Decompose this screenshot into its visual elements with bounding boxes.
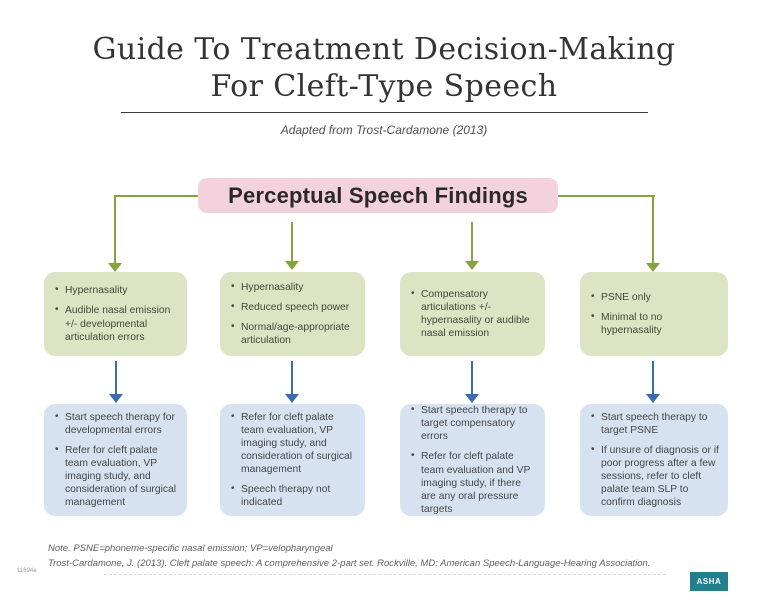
- bullet-icon: •: [55, 284, 59, 296]
- recommendation-item: •If unsure of diagnosis or if poor progr…: [591, 443, 719, 509]
- recommendation-item: •Speech therapy not indicated: [231, 483, 331, 509]
- finding-box-4: •PSNE only •Minimal to no hypernasality: [580, 272, 728, 356]
- recommendation-item: •Refer for cleft palate team evaluation,…: [231, 410, 353, 476]
- down-arrow-icon: [285, 222, 299, 270]
- finding-item: •Hypernasality: [55, 284, 128, 297]
- down-arrow-icon: [109, 361, 123, 403]
- connector-elbow-right: [558, 195, 655, 197]
- bullet-icon: •: [411, 404, 415, 416]
- bullet-icon: •: [231, 300, 235, 312]
- finding-item: •Hypernasality: [231, 280, 304, 293]
- asha-logo-text: ASHA: [696, 577, 722, 586]
- bullet-icon: •: [55, 410, 59, 422]
- down-arrow-icon: [646, 195, 660, 272]
- recommendation-box-3: •Start speech therapy to target compensa…: [400, 404, 545, 516]
- item-code: 11894a: [17, 568, 37, 574]
- bullet-icon: •: [591, 410, 595, 422]
- recommendation-box-2: •Refer for cleft palate team evaluation,…: [220, 404, 365, 516]
- connector-elbow-left: [114, 195, 198, 197]
- page-title-line1: Guide To Treatment Decision-Making: [92, 32, 676, 67]
- finding-box-3: •Compensatory articulations +/- hypernas…: [400, 272, 545, 356]
- asha-logo-badge: ASHA: [690, 572, 728, 591]
- finding-item: •Minimal to no hypernasality: [591, 310, 663, 337]
- down-arrow-icon: [646, 361, 660, 403]
- finding-item: •Normal/age-appropriate articulation: [231, 321, 350, 347]
- recommendation-item: •Start speech therapy for developmental …: [55, 410, 175, 436]
- root-node-label: Perceptual Speech Findings: [228, 182, 528, 208]
- bullet-icon: •: [231, 410, 235, 422]
- perforation-line: [104, 574, 666, 575]
- down-arrow-icon: [465, 222, 479, 270]
- footnote: Note. PSNE=phoneme-specific nasal emissi…: [48, 543, 333, 554]
- finding-item: •Reduced speech power: [231, 300, 350, 313]
- bullet-icon: •: [591, 443, 595, 455]
- bullet-icon: •: [231, 280, 235, 292]
- root-node: Perceptual Speech Findings: [198, 178, 558, 213]
- title-divider: [121, 112, 648, 113]
- finding-item: •Compensatory articulations +/- hypernas…: [411, 287, 530, 340]
- recommendation-box-1: •Start speech therapy for developmental …: [44, 404, 187, 516]
- down-arrow-icon: [285, 361, 299, 403]
- attribution-note: Adapted from Trost-Cardamone (2013): [280, 123, 488, 137]
- page-title-line2: For Cleft-Type Speech: [210, 68, 558, 104]
- citation: Trost-Cardamone, J. (2013). Cleft palate…: [48, 558, 651, 569]
- down-arrow-icon: [465, 361, 479, 403]
- recommendation-item: •Start speech therapy to target PSNE: [591, 410, 708, 436]
- bullet-icon: •: [411, 287, 415, 299]
- finding-box-1: •Hypernasality •Audible nasal emission +…: [44, 272, 187, 356]
- down-arrow-icon: [108, 195, 122, 272]
- recommendation-box-4: •Start speech therapy to target PSNE •If…: [580, 404, 728, 516]
- recommendation-item: •Start speech therapy to target compensa…: [411, 404, 528, 443]
- bullet-icon: •: [55, 304, 59, 316]
- finding-item: •PSNE only: [591, 290, 651, 303]
- bullet-icon: •: [411, 450, 415, 462]
- bullet-icon: •: [591, 310, 595, 322]
- finding-box-2: •Hypernasality •Reduced speech power •No…: [220, 272, 365, 356]
- finding-item: •Audible nasal emission +/- developmenta…: [55, 304, 171, 343]
- bullet-icon: •: [55, 443, 59, 455]
- bullet-icon: •: [231, 483, 235, 495]
- recommendation-item: •Refer for cleft palate team evaluation,…: [55, 443, 177, 509]
- recommendation-item: •Refer for cleft palate team evaluation …: [411, 450, 531, 515]
- page-title: Guide To Treatment Decision-Making For C…: [0, 32, 768, 105]
- bullet-icon: •: [591, 290, 595, 302]
- bullet-icon: •: [231, 321, 235, 332]
